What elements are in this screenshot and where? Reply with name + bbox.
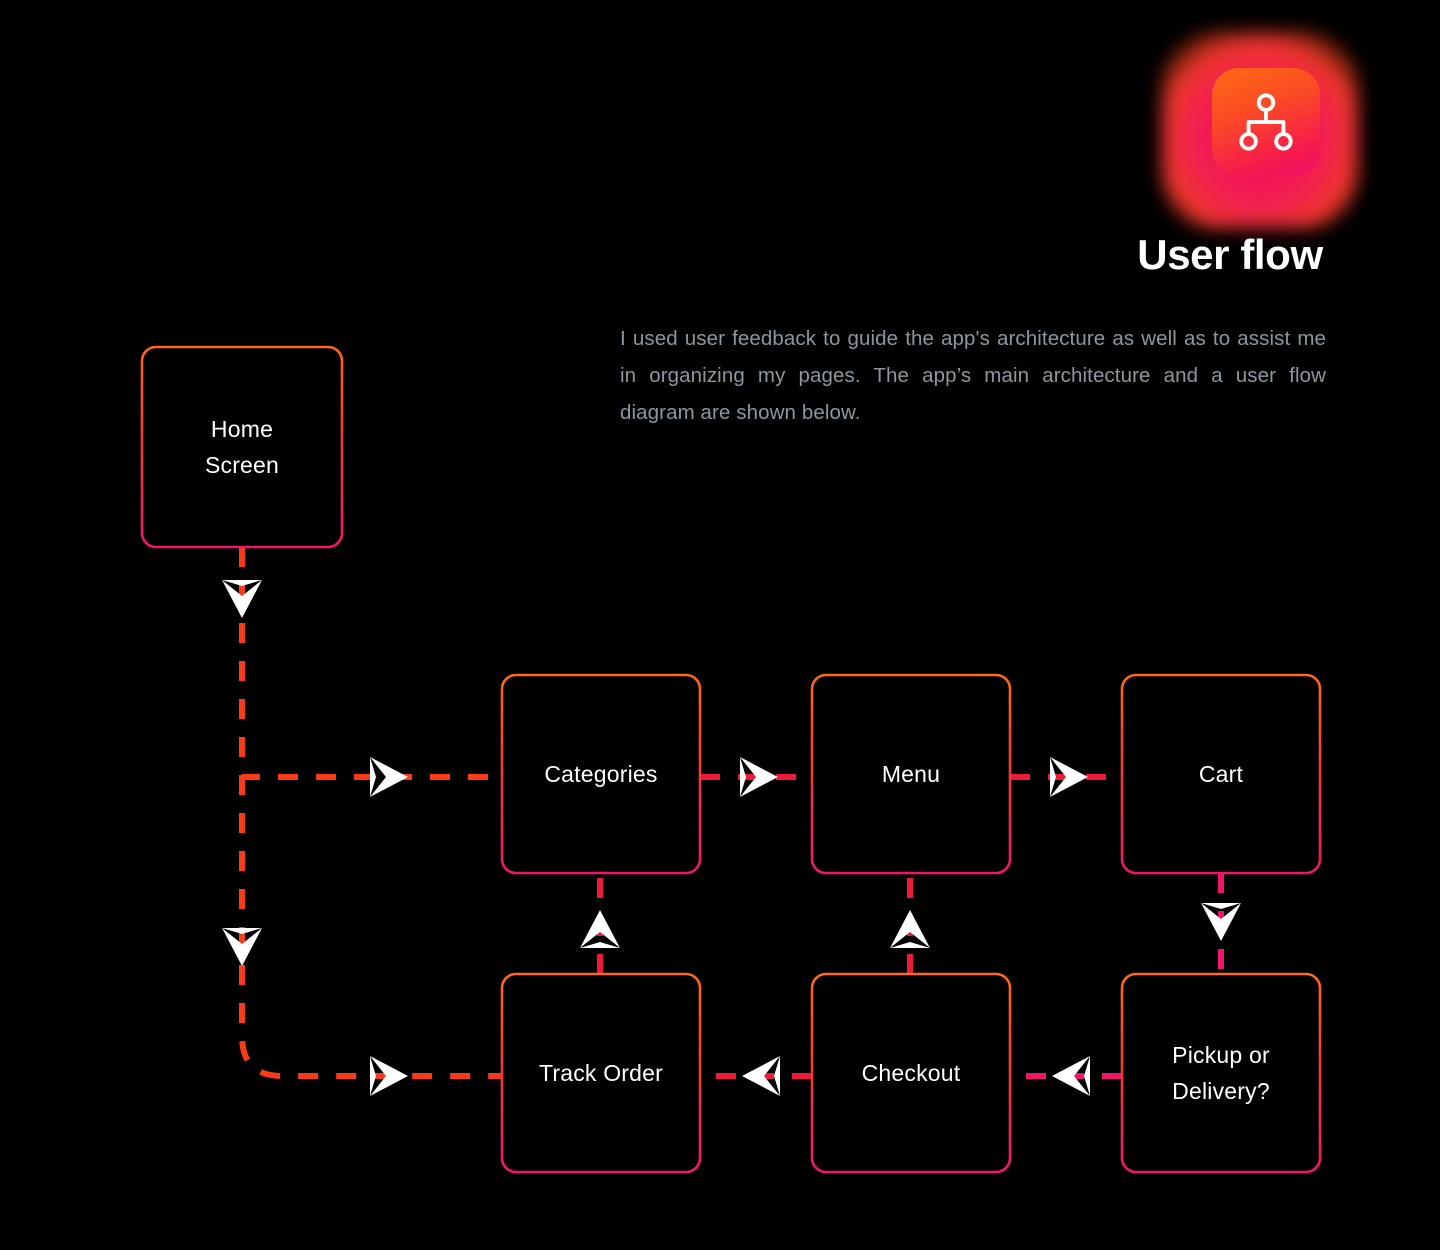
arrowhead-down-home-categories xyxy=(222,580,262,618)
node-box-checkout[interactable] xyxy=(810,972,1012,1174)
logo-tile xyxy=(1212,68,1320,176)
arrowhead-left-checkout-track xyxy=(742,1056,780,1096)
arrowhead-up-checkout-menu xyxy=(890,910,930,948)
description-paragraph: I used user feedback to guide the app's … xyxy=(620,327,1326,424)
sitemap-hierarchy-icon xyxy=(1239,93,1293,151)
arrowhead-down-cart-pickup xyxy=(1201,903,1241,941)
arrowhead-right-menu-cart xyxy=(1050,757,1088,797)
node-box-categories[interactable] xyxy=(500,673,702,875)
arrowhead-up-track-categories xyxy=(580,910,620,948)
arrowheads xyxy=(222,580,1241,1096)
node-box-home-screen[interactable] xyxy=(140,345,344,549)
arrowhead-right-categories-menu xyxy=(740,757,778,797)
connector-lines xyxy=(239,547,1224,1079)
node-box-pickup[interactable] xyxy=(1120,972,1322,1174)
node-box-track-order[interactable] xyxy=(500,972,702,1174)
node-boxes xyxy=(140,345,1322,1174)
arrowhead-left-pickup-checkout xyxy=(1052,1056,1090,1096)
arrowhead-right-to-categories xyxy=(370,757,408,797)
arrowhead-right-to-track xyxy=(370,1056,408,1096)
node-box-menu[interactable] xyxy=(810,673,1012,875)
node-box-cart[interactable] xyxy=(1120,673,1322,875)
app-logo xyxy=(1162,32,1358,228)
page-title: User flow xyxy=(1137,231,1323,278)
arrowhead-down-home-track xyxy=(222,928,262,966)
